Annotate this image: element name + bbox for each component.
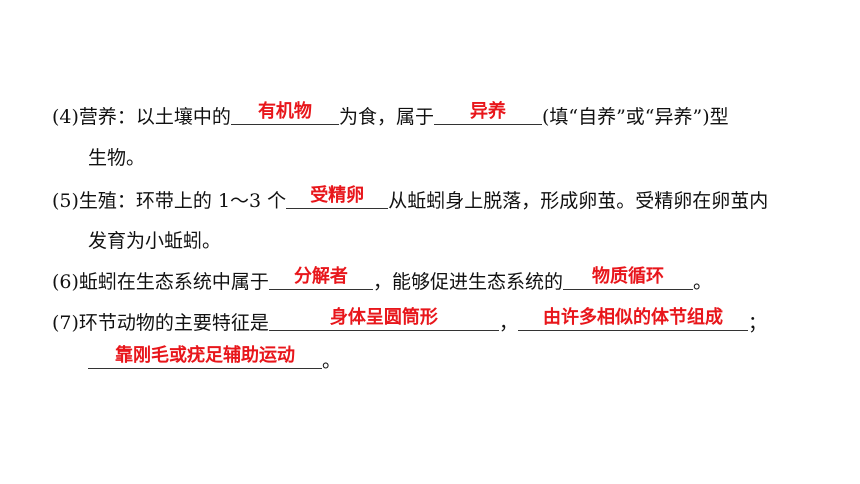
question-7-line-2: 靠刚毛或疣足辅助运动 。 [88,345,342,373]
question-5-text-b: 从蚯蚓身上脱落，形成卵茧。受精卵在卵茧内 [388,190,769,212]
question-4-blank-1: 有机物 [230,101,339,125]
question-7-text-c: ； [747,312,767,334]
question-7-answer-3: 靠刚毛或疣足辅助运动 [115,345,295,366]
question-6-text-a: 蚯蚓在生态系统中属于 [78,271,269,293]
question-5-line-1: (5)生殖：环带上的 1～3 个 受精卵 从蚯蚓身上脱落，形成卵茧。受精卵在卵茧内 [52,185,769,213]
question-5-continuation: 发育为小蚯蚓。 [88,230,222,252]
question-6-text-b: ，能够促进生态系统的 [372,271,563,293]
question-4-blank-2: 异养 [433,101,542,125]
question-7-blank-2: 由许多相似的体节组成 [517,307,748,331]
question-6-number: (6) [52,271,79,293]
question-7-text-a: 环节动物的主要特征是 [78,312,269,334]
question-5-line-2: 发育为小蚯蚓。 [88,229,221,253]
question-6-blank-1: 分解者 [268,266,373,290]
question-4-continuation: 生物。 [88,147,146,169]
question-5-blank-1: 受精卵 [286,185,389,209]
question-7-line-1: (7)环节动物的主要特征是 身体呈圆筒形 ， 由许多相似的体节组成 ； [52,307,767,335]
question-7-text-d: 。 [322,350,342,372]
question-5-number: (5) [52,190,79,212]
question-4-answer-2: 异养 [469,101,506,122]
question-7-text-b: ， [498,312,518,334]
question-5-answer-1: 受精卵 [310,185,365,206]
question-4-line-1: (4)营养：以土壤中的 有机物 为食，属于 异养 (填“自养”或“异养”)型 [52,101,729,129]
question-6-text-c: 。 [692,271,712,293]
question-4-answer-1: 有机物 [257,101,312,122]
question-7-answer-1: 身体呈圆筒形 [329,307,438,328]
question-5-text-a: 生殖：环带上的 1～3 个 [78,190,287,212]
question-4-text-a: 营养：以土壤中的 [78,106,231,128]
question-7-answer-2: 由许多相似的体节组成 [542,307,723,328]
question-7-blank-3: 靠刚毛或疣足辅助运动 [88,345,322,369]
question-6-answer-2: 物质循环 [591,266,664,287]
question-6-answer-1: 分解者 [293,266,348,287]
question-4-text-c: (填“自养”或“异养”)型 [541,106,729,128]
question-4-text-b: 为食，属于 [338,106,434,128]
question-6-blank-2: 物质循环 [562,266,693,290]
question-4-number: (4) [52,106,79,128]
question-4-line-2: 生物。 [88,146,145,170]
question-6-line: (6)蚯蚓在生态系统中属于 分解者 ，能够促进生态系统的 物质循环 。 [52,266,712,294]
question-7-number: (7) [52,312,79,334]
question-7-blank-1: 身体呈圆筒形 [268,307,499,331]
